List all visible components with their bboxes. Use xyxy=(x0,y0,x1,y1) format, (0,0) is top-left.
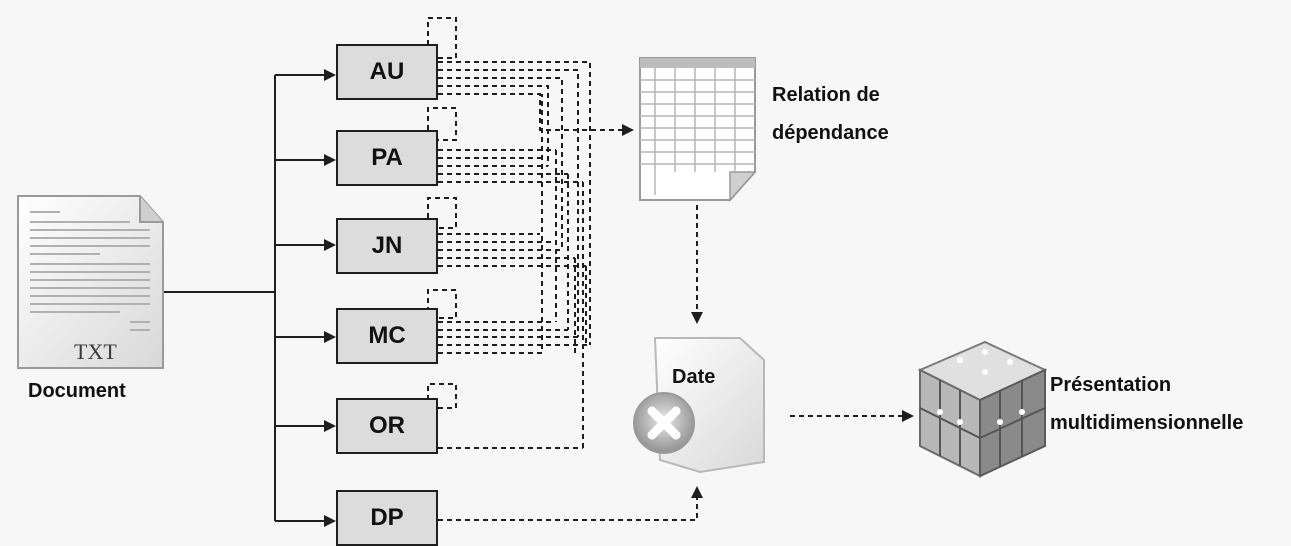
box-pa: PA xyxy=(336,130,438,186)
document-icon-text: TXT xyxy=(74,339,117,364)
box-au-label: AU xyxy=(369,58,405,85)
box-pa-label: PA xyxy=(371,144,403,171)
document-tree-lines xyxy=(163,69,336,527)
box-dp: DP xyxy=(336,490,438,546)
document-label: Document xyxy=(28,380,126,402)
presentation-label-line1: Présentation xyxy=(1050,374,1172,396)
self-loops xyxy=(427,17,457,409)
box-dp-label: DP xyxy=(370,504,404,531)
presentation-label-line2: multidimensionnelle xyxy=(1050,412,1244,434)
date-icon xyxy=(633,337,765,474)
box-mc: MC xyxy=(336,308,438,364)
relation-label-line1: Relation de xyxy=(772,84,880,106)
box-jn-label: JN xyxy=(371,232,403,259)
box-mc-label: MC xyxy=(368,322,406,349)
box-jn: JN xyxy=(336,218,438,274)
dependency-lines xyxy=(438,61,914,521)
date-label: Date xyxy=(672,366,716,388)
cube-icon xyxy=(917,340,1048,478)
document-icon xyxy=(17,195,164,369)
relation-label-line2: dépendance xyxy=(772,122,889,144)
spreadsheet-icon xyxy=(639,57,757,202)
box-or: OR xyxy=(336,398,438,454)
box-au: AU xyxy=(336,44,438,100)
box-or-label: OR xyxy=(369,412,405,439)
